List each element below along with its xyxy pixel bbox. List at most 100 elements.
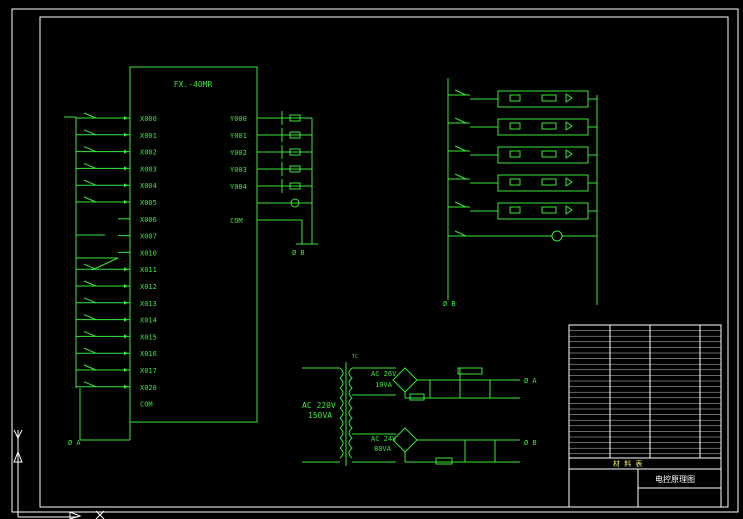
terminal-right-b-label: Ø B: [443, 300, 456, 308]
switch-contact-icon: [83, 263, 97, 270]
switch-contact-icon: [83, 146, 97, 153]
resistor-icon: [509, 150, 521, 158]
relay-coil-icon: [289, 114, 301, 122]
plc-output-label: Y004: [230, 183, 247, 191]
plc-output-label: COM: [230, 217, 243, 225]
switch-contact-icon: [83, 364, 97, 371]
switch-contact-icon: [83, 112, 97, 119]
switch-contact-icon: [83, 297, 97, 304]
primary-rating-label: 150VA: [308, 411, 332, 420]
switch-contact-icon: [83, 162, 97, 169]
plc-input-label: X007: [140, 233, 157, 241]
arrow-icon: [124, 317, 128, 322]
plc-block: FX.-40MR X000X001X002X003X004X005X006X00…: [129, 66, 258, 423]
relay-module: [497, 146, 589, 164]
plc-input-label: X011: [140, 266, 157, 274]
sec2-voltage-label: AC 24V: [371, 435, 397, 443]
resistor-icon: [509, 206, 521, 214]
switch-contact-icon: [83, 347, 97, 354]
plc-input-label: X006: [140, 216, 157, 224]
outer-frame: [11, 8, 739, 513]
arrow-icon: [124, 116, 128, 120]
relay-coil-icon: [289, 165, 301, 173]
plc-output-label: Y002: [230, 149, 247, 157]
plc-input-label: X013: [140, 300, 157, 308]
drawing-title: 电控原理图: [655, 474, 695, 484]
plc-input-list: X000X001X002X003X004X005X006X007X010X011…: [140, 115, 157, 409]
arrow-icon: [124, 166, 128, 171]
arrow-icon: [124, 132, 128, 137]
arrow-icon: [124, 149, 128, 154]
plc-body: [129, 66, 258, 423]
arrow-icon: [124, 351, 128, 356]
arrow-icon: [124, 200, 128, 204]
relay-module: [497, 174, 589, 192]
diode-icon: [565, 93, 573, 103]
plc-input-label: X003: [140, 165, 157, 173]
output-wiring: [257, 117, 318, 245]
arrow-icon: [124, 334, 128, 339]
resistor-icon: [541, 178, 557, 186]
arrow-icon: [124, 300, 128, 305]
switch-contact-icon: [83, 129, 97, 136]
plc-input-label: X002: [140, 149, 157, 157]
plc-input-label: X012: [140, 283, 157, 291]
switch-contact-icon: [83, 196, 97, 203]
transformer-tc-label: TC: [352, 354, 358, 360]
arrow-icon: [124, 368, 128, 372]
diode-icon: [565, 121, 573, 131]
plc-output-label: Y003: [230, 166, 247, 174]
plc-output-label: Y000: [230, 115, 247, 123]
plc-input-label: X010: [140, 249, 157, 257]
sec2-rating-label: 80VA: [374, 445, 392, 453]
input-wiring: [64, 116, 131, 441]
plc-input-label: X016: [140, 350, 157, 358]
output-relay-group: [281, 111, 301, 193]
power-supply: [302, 362, 520, 466]
relay-coil-icon: [289, 148, 301, 156]
terminal-zero-a-label: Ø A: [68, 439, 81, 447]
plc-input-label: X014: [140, 317, 157, 325]
terminal-zero-b2-label: Ø B: [524, 439, 537, 447]
contact-icon: [454, 117, 467, 124]
relay-module: [497, 202, 589, 220]
plc-model-label: FX.-40MR: [174, 80, 213, 89]
resistor-icon: [509, 178, 521, 186]
lamp-icon: [290, 198, 300, 208]
title-block: 材 料 表 电控原理图: [568, 324, 722, 508]
resistor-icon: [509, 122, 521, 130]
relay-ladder: [447, 78, 598, 305]
switch-contact-icon: [83, 330, 97, 337]
ucs-icon: [13, 429, 105, 519]
terminal-zero-b-label: Ø B: [292, 249, 305, 257]
resistor-icon: [541, 206, 557, 214]
plc-output-label: Y001: [230, 132, 247, 140]
sec1-rating-label: 10VA: [375, 381, 393, 389]
plc-input-label: X000: [140, 115, 157, 123]
contact-icon: [454, 201, 467, 208]
switch-contact-icon: [83, 179, 97, 186]
resistor-icon: [541, 150, 557, 158]
switch-contact-icon: [83, 314, 97, 321]
primary-voltage-label: AC 220V: [302, 401, 336, 410]
plc-input-label: COM: [140, 401, 153, 409]
diode-icon: [565, 149, 573, 159]
plc-input-label: X017: [140, 367, 157, 375]
plc-input-label: X020: [140, 384, 157, 392]
switch-contact-icon: [83, 381, 97, 388]
resistor-icon: [541, 122, 557, 130]
arrow-icon: [124, 384, 128, 389]
relay-module: [497, 90, 589, 108]
plc-input-label: X004: [140, 182, 157, 190]
terminal-zero-a2-label: Ø A: [524, 377, 537, 385]
resistor-icon: [541, 94, 557, 102]
contact-icon: [454, 89, 467, 96]
relay-coil-icon: [289, 131, 301, 139]
sec1-voltage-label: AC 26V: [371, 370, 397, 378]
switch-contact-icon: [83, 280, 97, 287]
parts-table-rows: [569, 330, 721, 454]
relay-coil-icon: [289, 182, 301, 190]
input-switch-group: [76, 112, 130, 389]
